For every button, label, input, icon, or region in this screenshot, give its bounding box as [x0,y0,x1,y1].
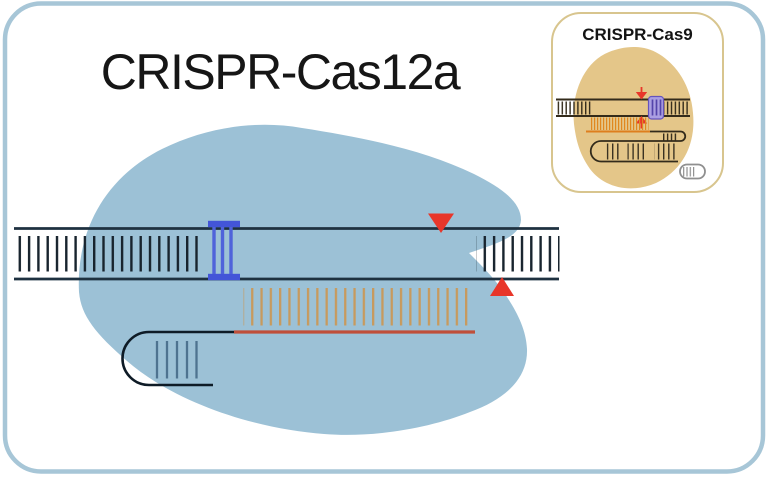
guide-rna-handle-hairpin-loop [121,330,234,387]
cas9-stem-loop2-ticks [654,143,675,160]
main-title: CRISPR-Cas12a [100,44,461,100]
inset-title: CRISPR-Cas9 [582,25,693,44]
cas9-3prime-hairpin-ticks [683,167,696,177]
cas9-dna-ticks-right [664,101,689,115]
cas9-scaffold-3prime-hairpin [679,163,706,180]
pam-bottom-bar [208,273,240,281]
hairpin-stem-ticks [155,341,198,379]
cas9-dna-ticks-left [557,101,592,115]
cas9-target-dna [556,98,690,117]
pam-top-bar [208,220,240,228]
cas9-inset-panel [551,12,724,193]
cut-site-top-triangle-icon [428,213,454,233]
cas9-cut-top-triangle-icon [635,92,648,100]
cas9-stem-loop2-ticks [603,143,621,160]
cas9-stem-loop2-ticks [627,143,648,160]
cas12a-panel [14,124,560,435]
cut-site-bottom-triangle-icon [490,277,514,296]
cas9-stem-loop1-ticks [661,133,679,141]
crrna-guide [121,288,475,387]
dna-basepair-ticks-left [18,236,205,272]
cas9-scaffold-backbone [589,130,687,163]
pam-site [208,220,240,281]
rna-dna-hybrid-ticks [243,288,472,326]
cas9-pam-site [647,95,665,120]
cas9-rna-dna-hybrid-ticks [590,117,649,130]
cas9-sgrna [586,117,706,180]
target-dna [14,227,560,281]
dna-basepair-ticks-right [476,236,560,272]
